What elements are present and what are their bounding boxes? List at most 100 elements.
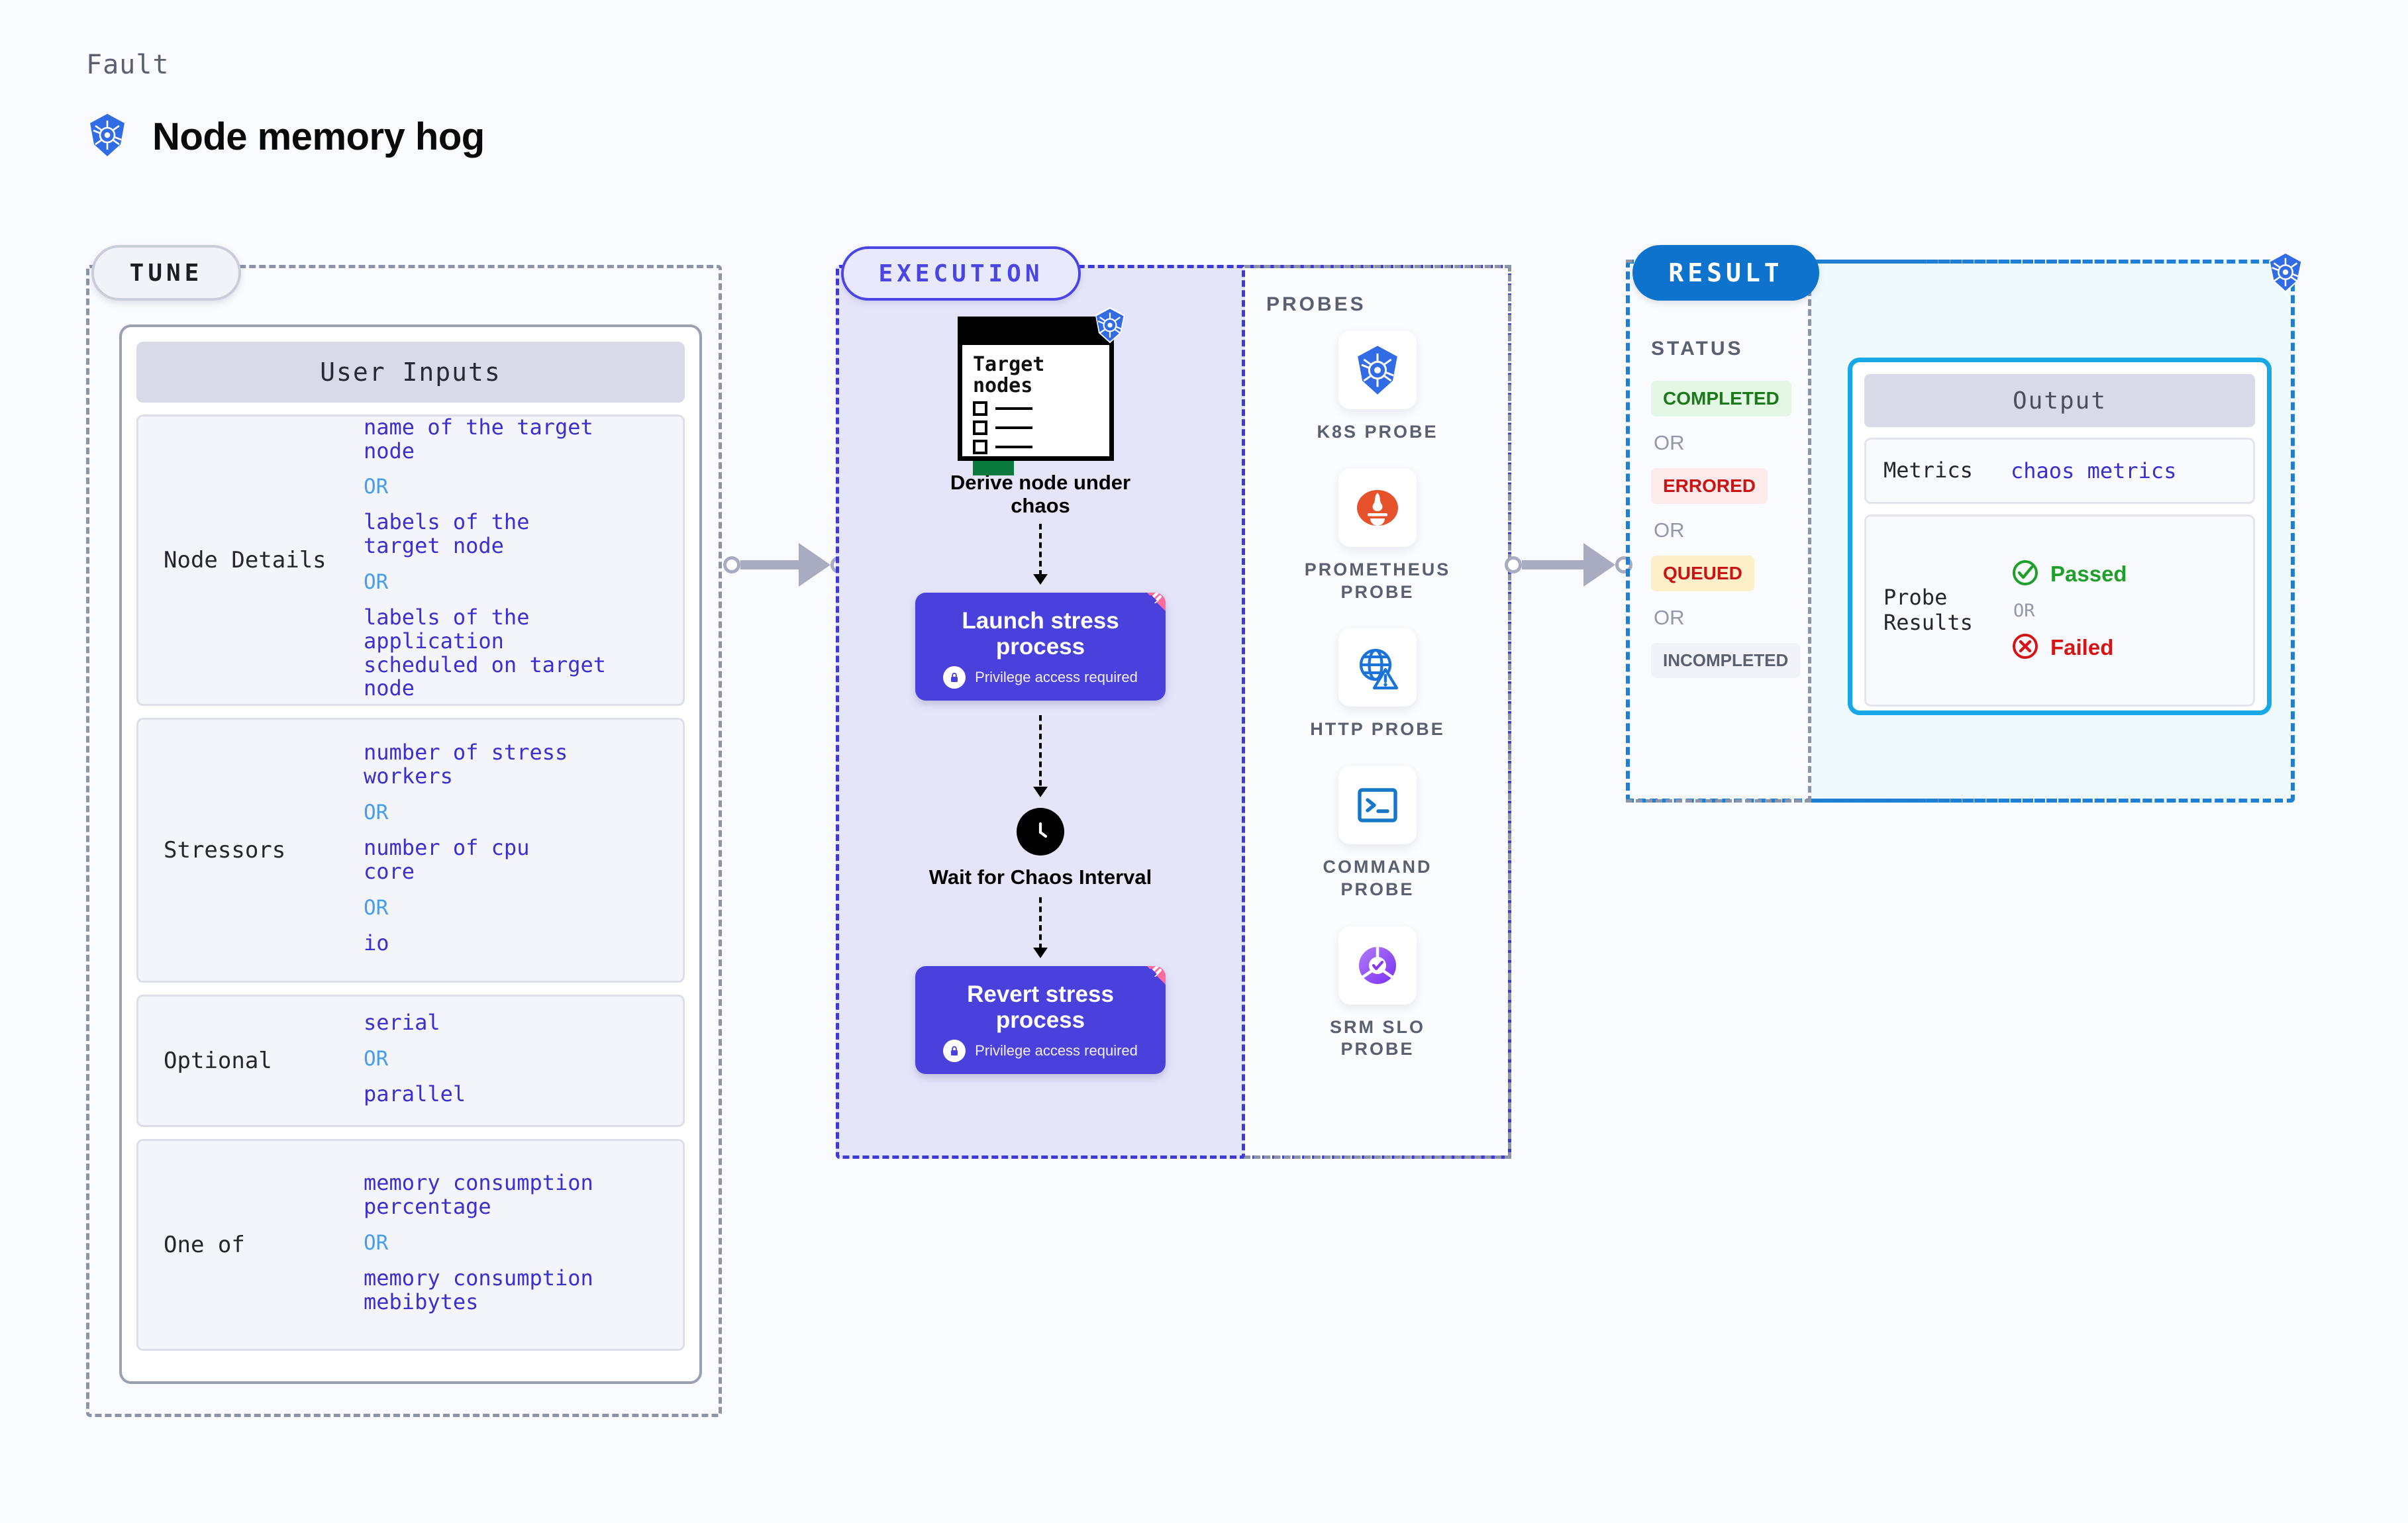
tune-row-one-of: One of memory consumption percentage OR …: [136, 1139, 685, 1351]
connector-line: [1522, 560, 1585, 569]
connector-tune-to-execution: [723, 543, 848, 587]
flow-arrow-icon: [1033, 715, 1048, 798]
probe-results-label: Probe Results: [1883, 585, 1973, 635]
or-separator: OR: [2013, 600, 2035, 621]
lock-icon: [943, 1040, 966, 1063]
step-label-wait-chaos: Wait for Chaos Interval: [928, 865, 1152, 889]
row-label: One of: [164, 1232, 245, 1258]
execution-flow: Target nodes Derive node under chaos Lau…: [836, 307, 1245, 1075]
tune-pill[interactable]: TUNE: [91, 245, 241, 301]
tune-row-node-details: Node Details name of the target node OR …: [136, 415, 685, 706]
row-label: Optional: [164, 1048, 272, 1074]
user-inputs-card: User Inputs Node Details name of the tar…: [119, 324, 702, 1384]
step-title: Launch stress process: [962, 608, 1119, 660]
probe-label: SRM SLO PROBE: [1329, 1016, 1425, 1059]
checkbox-icon: [973, 420, 987, 435]
probe-item-http[interactable]: HTTP PROBE: [1310, 628, 1445, 741]
lock-icon: [943, 666, 966, 689]
arrow-head-icon: [1583, 543, 1615, 587]
step-revert-stress-process[interactable]: Revert stress process Privilege access r…: [915, 966, 1166, 1075]
value-item: memory consumption mebibytes: [364, 1265, 593, 1314]
row-label: Node Details: [164, 547, 326, 573]
checklist-item: [973, 439, 1099, 454]
kubernetes-icon: [86, 113, 128, 160]
passed-label: Passed: [2050, 561, 2127, 586]
output-card: Output Metrics chaos metrics Probe Resul…: [1848, 358, 2272, 715]
window-titlebar: [962, 321, 1109, 345]
result-pill[interactable]: RESULT: [1632, 245, 1819, 301]
value-item: name of the target node: [364, 414, 593, 464]
connector-execution-to-result: [1505, 543, 1632, 587]
result-region: [1626, 260, 2295, 803]
connector-start-dot: [723, 556, 740, 573]
or-separator: OR: [1654, 518, 1685, 542]
or-separator: OR: [364, 570, 389, 594]
connector-start-dot: [1505, 556, 1522, 573]
terminal-icon: [1338, 766, 1417, 844]
privilege-text: Privilege access required: [975, 669, 1138, 686]
target-nodes-title: Target nodes: [973, 353, 1045, 397]
page-title: Node memory hog: [152, 115, 485, 158]
probe-item-command[interactable]: COMMAND PROBE: [1323, 766, 1432, 901]
probe-result-passed: Passed: [2011, 558, 2127, 590]
output-title: Output: [1864, 374, 2255, 427]
tune-row-stressors: Stressors number of stress workers OR nu…: [136, 718, 685, 983]
tune-row-optional: Optional serial OR parallel: [136, 995, 685, 1127]
slo-gauge-icon: [1338, 926, 1417, 1005]
status-badge-incompleted: INCOMPLETED: [1651, 643, 1801, 678]
probe-label: HTTP PROBE: [1310, 719, 1445, 740]
arrow-head-icon: [799, 543, 830, 587]
metrics-label: Metrics: [1883, 458, 1973, 483]
checklist-item: [973, 420, 1099, 435]
row-label: Stressors: [164, 837, 286, 863]
step-launch-stress-process[interactable]: Launch stress process Privilege access r…: [915, 593, 1166, 701]
harness-icon: [1131, 593, 1166, 627]
progress-bar: [973, 460, 1014, 475]
checkbox-icon: [973, 439, 987, 454]
user-inputs-title: User Inputs: [136, 342, 685, 403]
probes-title: PROBES: [1266, 293, 1366, 315]
or-separator: OR: [364, 895, 389, 920]
status-title: STATUS: [1651, 338, 1744, 360]
probe-item-k8s[interactable]: K8S PROBE: [1317, 331, 1438, 444]
output-row-probe-results: Probe Results Passed OR Failed: [1864, 515, 2255, 707]
or-separator: OR: [364, 801, 389, 825]
flow-arrow-icon: [1033, 897, 1048, 959]
fault-title-row: Node memory hog: [86, 113, 485, 160]
kubernetes-icon: [2265, 250, 2306, 297]
value-item: labels of the target node: [364, 509, 530, 559]
row-values: name of the target node OR labels of the…: [364, 414, 670, 705]
or-separator: OR: [364, 1047, 389, 1071]
kubernetes-icon: [1091, 306, 1129, 347]
status-badge-queued: QUEUED: [1651, 556, 1754, 591]
privilege-row: Privilege access required: [928, 1040, 1152, 1063]
value-item: memory consumption percentage: [364, 1170, 593, 1220]
privilege-row: Privilege access required: [928, 666, 1152, 689]
metrics-value: chaos metrics: [2011, 458, 2177, 483]
probe-results-values: Passed OR Failed: [2011, 558, 2127, 663]
output-row-metrics: Metrics chaos metrics: [1864, 438, 2255, 504]
prometheus-icon: [1338, 468, 1417, 547]
or-separator: OR: [364, 475, 389, 499]
probes-list: K8S PROBE PROMETHEUS PROBE HTTP PROBE CO…: [1244, 331, 1511, 1086]
probes-region: [1244, 265, 1511, 1159]
probe-result-failed: Failed: [2011, 632, 2127, 663]
or-separator: OR: [1654, 606, 1685, 629]
status-badge-completed: COMPLETED: [1651, 381, 1791, 417]
harness-icon: [1131, 966, 1166, 1001]
or-separator: OR: [1654, 431, 1685, 454]
probe-label: K8S PROBE: [1317, 422, 1438, 442]
list-line: [995, 445, 1032, 448]
probe-item-srm-slo[interactable]: SRM SLO PROBE: [1330, 926, 1425, 1061]
value-item: number of stress workers: [364, 740, 568, 789]
probe-label: PROMETHEUS PROBE: [1304, 559, 1451, 602]
fault-kicker: Fault: [86, 50, 170, 80]
execution-pill[interactable]: EXECUTION: [841, 246, 1081, 301]
target-nodes-card: Target nodes: [958, 307, 1125, 475]
value-item: labels of the application scheduled on t…: [364, 605, 607, 701]
probe-item-prometheus[interactable]: PROMETHEUS PROBE: [1304, 468, 1451, 604]
tune-region: [86, 265, 722, 1417]
value-item: number of cpu core: [364, 835, 530, 884]
row-values: serial OR parallel: [364, 1010, 670, 1110]
